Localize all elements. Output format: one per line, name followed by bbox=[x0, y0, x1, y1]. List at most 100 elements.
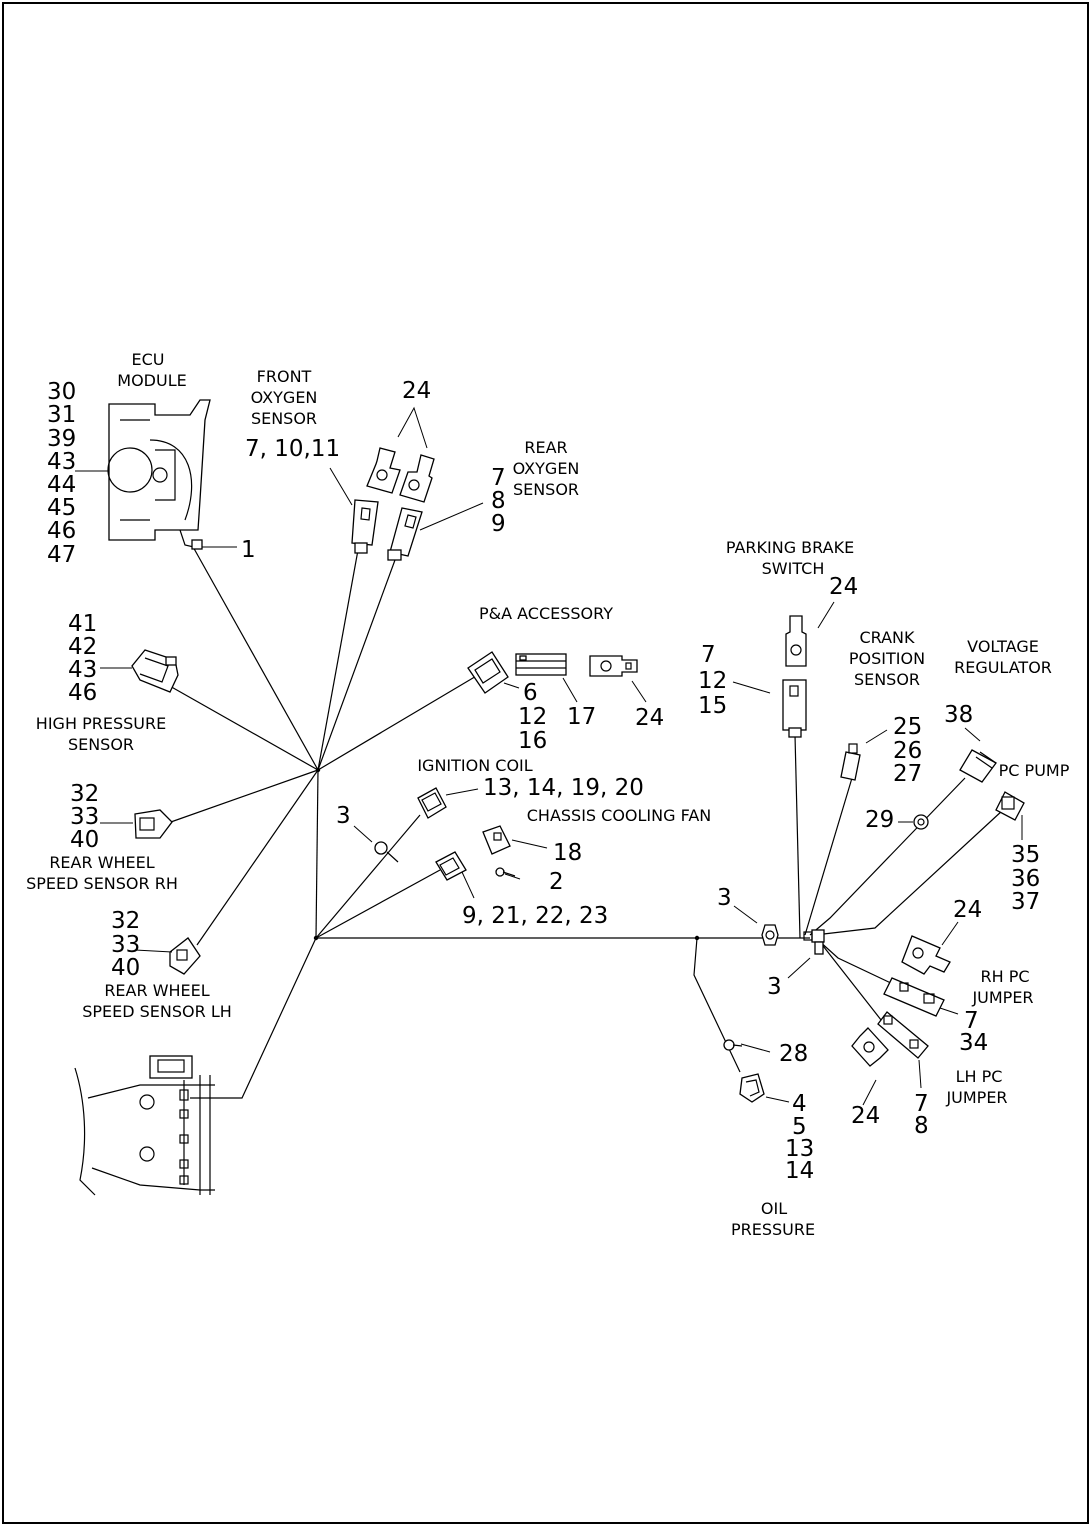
grommet-upper[interactable] bbox=[374, 841, 399, 863]
voltage-regulator-label-2: REGULATOR bbox=[954, 658, 1052, 677]
front-oxygen-sensor-connector[interactable] bbox=[351, 499, 379, 554]
fan-clip[interactable] bbox=[495, 867, 516, 877]
callout-grommet-upper: 3 bbox=[336, 803, 351, 829]
grommet-mid[interactable] bbox=[761, 924, 779, 946]
ecu-module-label-1: ECU bbox=[132, 350, 165, 369]
lh-pc-jumper-label-1: LH PC bbox=[956, 1067, 1003, 1086]
rear-wheel-speed-sensor-rh-connector[interactable] bbox=[134, 809, 173, 839]
callout-ecu-part: 39 bbox=[47, 426, 76, 452]
pc-pump-connector[interactable] bbox=[995, 791, 1025, 821]
parking-brake-cap[interactable] bbox=[785, 615, 807, 667]
crank-position-sensor-connector[interactable] bbox=[840, 743, 861, 781]
callout-rh-jumper-cap: 24 bbox=[953, 897, 982, 923]
ecu-module[interactable] bbox=[107, 399, 211, 550]
front-oxygen-sensor-label-2: OXYGEN bbox=[251, 388, 318, 407]
callout-parking-brake-cap: 24 bbox=[829, 574, 858, 600]
parking-brake-switch-label-2: SWITCH bbox=[762, 559, 825, 578]
callout-oil-pressure: 4 bbox=[792, 1091, 807, 1117]
callout-rwss-lh: 40 bbox=[111, 955, 140, 981]
callout-rwss-lh: 33 bbox=[111, 932, 140, 958]
callout-high-pressure: 42 bbox=[68, 634, 97, 660]
voltage-regulator-connector[interactable] bbox=[959, 749, 997, 783]
oil-pressure-label-2: PRESSURE bbox=[731, 1220, 815, 1239]
front-oxygen-sensor-label-1: FRONT bbox=[257, 367, 312, 386]
callout-grommet-lower: 3 bbox=[767, 974, 782, 1000]
crank-position-sensor-label-3: SENSOR bbox=[854, 670, 920, 689]
callout-ecu-part: 46 bbox=[47, 518, 76, 544]
callout-front-o2: 7, 10,11 bbox=[245, 436, 340, 462]
callout-oil-pressure: 14 bbox=[785, 1158, 814, 1184]
pc-pump-clip[interactable] bbox=[913, 814, 929, 830]
voltage-regulator-label-1: VOLTAGE bbox=[967, 637, 1039, 656]
high-pressure-sensor-label-1: HIGH PRESSURE bbox=[36, 714, 166, 733]
callout-lh-jumper: 8 bbox=[914, 1113, 929, 1139]
callout-pa-connector: 6 bbox=[523, 680, 538, 706]
pa-accessory-label: P&A ACCESSORY bbox=[479, 604, 613, 623]
chassis-frame-section bbox=[74, 1055, 215, 1196]
callout-pc-pump: 35 bbox=[1011, 842, 1040, 868]
rh-pc-jumper-label-1: RH PC bbox=[980, 967, 1029, 986]
rear-wheel-speed-sensor-rh-label-1: REAR WHEEL bbox=[49, 853, 154, 872]
rear-wheel-speed-sensor-lh-connector[interactable] bbox=[169, 937, 201, 975]
callout-parking-brake: 7 bbox=[701, 642, 716, 668]
callout-parking-brake: 12 bbox=[698, 668, 727, 694]
parking-brake-switch-connector[interactable] bbox=[782, 679, 807, 738]
rear-oxygen-sensor-connector[interactable] bbox=[387, 507, 423, 561]
callout-ecu-part: 30 bbox=[47, 379, 76, 405]
callout-oil-clip: 28 bbox=[779, 1041, 808, 1067]
rh-jumper-cap[interactable] bbox=[901, 935, 951, 975]
chassis-cooling-fan-harness-connector[interactable] bbox=[435, 851, 467, 881]
callout-parking-brake: 15 bbox=[698, 693, 727, 719]
pa-accessory-plug[interactable] bbox=[515, 653, 567, 676]
rear-wheel-speed-sensor-lh-label-2: SPEED SENSOR LH bbox=[82, 1002, 232, 1021]
chassis-cooling-fan-label: CHASSIS COOLING FAN bbox=[527, 806, 712, 825]
callout-rear-o2: 8 bbox=[491, 488, 506, 514]
rear-oxygen-sensor-label-2: OXYGEN bbox=[513, 459, 580, 478]
ecu-module-label-2: MODULE bbox=[117, 371, 186, 390]
callout-high-pressure: 43 bbox=[68, 657, 97, 683]
pa-accessory-connector[interactable] bbox=[467, 651, 509, 694]
junction-points bbox=[313, 767, 700, 941]
rh-pc-jumper-connector[interactable] bbox=[883, 977, 945, 1017]
high-pressure-sensor-connector[interactable] bbox=[131, 649, 179, 693]
o2-cap-right[interactable] bbox=[399, 454, 435, 503]
part-callouts: 30 31 39 43 44 45 46 47 1 7, 10,11 24 7 … bbox=[47, 378, 1040, 1184]
callout-rh-jumper: 7 bbox=[964, 1008, 979, 1034]
callout-lh-jumper: 7 bbox=[914, 1091, 929, 1117]
lh-pc-jumper-connector[interactable] bbox=[877, 1011, 929, 1059]
pa-accessory-cap[interactable] bbox=[589, 655, 638, 677]
oil-pressure-sensor-connector[interactable] bbox=[739, 1073, 765, 1103]
callout-pa-cap: 24 bbox=[635, 705, 664, 731]
callout-oil-pressure: 13 bbox=[785, 1136, 814, 1162]
lh-jumper-cap[interactable] bbox=[851, 1027, 889, 1067]
callout-ecu-part: 45 bbox=[47, 495, 76, 521]
high-pressure-sensor-label-2: SENSOR bbox=[68, 735, 134, 754]
grommet-lower[interactable] bbox=[803, 929, 825, 955]
rh-pc-jumper-label-2: JUMPER bbox=[971, 988, 1033, 1007]
rear-oxygen-sensor-label-1: REAR bbox=[524, 438, 567, 457]
callout-high-pressure: 46 bbox=[68, 680, 97, 706]
crank-position-sensor-label-2: POSITION bbox=[849, 649, 925, 668]
callout-grommet-mid: 3 bbox=[717, 885, 732, 911]
o2-cap-left[interactable] bbox=[366, 447, 401, 494]
callout-oil-pressure: 5 bbox=[792, 1114, 807, 1140]
callout-pa-connector: 16 bbox=[518, 728, 547, 754]
ignition-coil-connector[interactable] bbox=[417, 787, 447, 819]
callout-rear-o2: 7 bbox=[491, 465, 506, 491]
oil-pressure-clip[interactable] bbox=[723, 1039, 743, 1051]
front-oxygen-sensor-label-3: SENSOR bbox=[251, 409, 317, 428]
callout-fan-clip: 2 bbox=[549, 869, 564, 895]
callout-crank: 27 bbox=[893, 761, 922, 787]
callout-rwss-rh: 40 bbox=[70, 827, 99, 853]
callout-ecu-clip: 1 bbox=[241, 537, 256, 563]
callout-fan-connector: 18 bbox=[553, 840, 582, 866]
callout-voltage-regulator: 38 bbox=[944, 702, 973, 728]
component-labels: ECU MODULE FRONT OXYGEN SENSOR REAR OXYG… bbox=[26, 350, 1070, 1239]
callout-high-pressure: 41 bbox=[68, 611, 97, 637]
callout-rh-jumper: 34 bbox=[959, 1030, 988, 1056]
chassis-cooling-fan-connector[interactable] bbox=[482, 825, 511, 855]
oil-pressure-label-1: OIL bbox=[761, 1199, 787, 1218]
callout-ecu-part: 43 bbox=[47, 449, 76, 475]
